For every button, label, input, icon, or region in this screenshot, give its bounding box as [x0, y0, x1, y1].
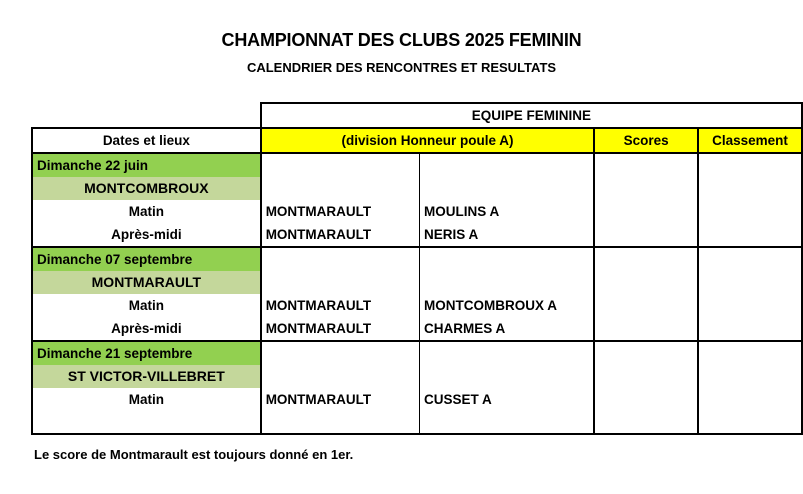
empty-cell	[419, 153, 596, 177]
match-row: Après-midi MONTMARAULT NERIS A	[31, 223, 803, 247]
away-team: NERIS A	[419, 223, 596, 247]
empty-cell	[419, 340, 596, 365]
empty-cell	[31, 411, 262, 435]
home-team: MONTMARAULT	[260, 317, 420, 341]
match-row: Matin MONTMARAULT MOULINS A	[31, 200, 803, 223]
schedule-table: EQUIPE FEMININE Dates et lieux (division…	[31, 102, 803, 435]
match-session: Après-midi	[31, 317, 262, 341]
day-row: Dimanche 07 septembre	[31, 246, 803, 271]
home-team: MONTMARAULT	[260, 223, 420, 247]
day-row: Dimanche 21 septembre	[31, 340, 803, 365]
score-cell	[594, 177, 700, 200]
page-subtitle: CALENDRIER DES RENCONTRES ET RESULTATS	[246, 60, 557, 75]
empty-cell	[419, 246, 596, 271]
ranking-cell	[698, 317, 803, 341]
ranking-cell	[698, 177, 803, 200]
empty-cell	[260, 177, 420, 200]
empty-cell	[260, 411, 420, 435]
empty-cell	[419, 365, 596, 388]
spacer-row	[31, 411, 803, 435]
empty-cell	[260, 271, 420, 294]
home-team: MONTMARAULT	[260, 388, 420, 411]
day-venue: MONTCOMBROUX	[31, 177, 262, 200]
day-venue: MONTMARAULT	[31, 271, 262, 294]
dates-header: Dates et lieux	[31, 127, 262, 154]
venue-row: MONTMARAULT	[31, 271, 803, 294]
empty-cell	[260, 246, 420, 271]
ranking-header: Classement	[698, 127, 803, 154]
ranking-cell	[698, 223, 803, 247]
score-cell	[594, 271, 700, 294]
day-date: Dimanche 07 septembre	[31, 246, 262, 271]
column-header-row: Dates et lieux (division Honneur poule A…	[31, 127, 803, 154]
ranking-cell	[698, 200, 803, 223]
ranking-cell	[698, 294, 803, 317]
empty-cell	[260, 365, 420, 388]
score-cell	[594, 340, 700, 365]
home-team: MONTMARAULT	[260, 294, 420, 317]
away-team: MOULINS A	[419, 200, 596, 223]
score-cell	[594, 200, 700, 223]
empty-cell	[419, 177, 596, 200]
day-venue: ST VICTOR-VILLEBRET	[31, 365, 262, 388]
venue-row: ST VICTOR-VILLEBRET	[31, 365, 803, 388]
day-date: Dimanche 22 juin	[31, 153, 262, 177]
score-cell	[594, 317, 700, 341]
group-header-row: EQUIPE FEMININE	[32, 102, 803, 128]
match-session: Matin	[31, 388, 262, 411]
empty-cell	[419, 411, 596, 435]
scores-header: Scores	[594, 127, 700, 154]
score-cell	[594, 246, 700, 271]
match-row: Matin MONTMARAULT MONTCOMBROUX A	[31, 294, 803, 317]
ranking-cell	[698, 411, 803, 435]
footnote: Le score de Montmarault est toujours don…	[34, 447, 354, 462]
day-row: Dimanche 22 juin	[31, 153, 803, 177]
ranking-cell	[698, 365, 803, 388]
empty-cell	[260, 340, 420, 365]
blank-corner-cell	[32, 103, 261, 128]
match-row: Matin MONTMARAULT CUSSET A	[31, 388, 803, 411]
ranking-cell	[698, 271, 803, 294]
score-cell	[594, 223, 700, 247]
match-session: Après-midi	[31, 223, 262, 247]
team-group-header: EQUIPE FEMININE	[259, 102, 803, 128]
page-title: CHAMPIONNAT DES CLUBS 2025 FEMININ	[221, 30, 582, 50]
empty-cell	[419, 271, 596, 294]
home-team: MONTMARAULT	[260, 200, 420, 223]
match-session: Matin	[31, 294, 262, 317]
score-cell	[594, 294, 700, 317]
day-date: Dimanche 21 septembre	[31, 340, 262, 365]
ranking-cell	[698, 246, 803, 271]
division-header: (division Honneur poule A)	[260, 127, 596, 154]
ranking-cell	[698, 388, 803, 411]
away-team: MONTCOMBROUX A	[419, 294, 596, 317]
ranking-cell	[698, 153, 803, 177]
score-cell	[594, 388, 700, 411]
score-cell	[594, 411, 700, 435]
match-row: Après-midi MONTMARAULT CHARMES A	[31, 317, 803, 341]
away-team: CUSSET A	[419, 388, 596, 411]
score-cell	[594, 153, 700, 177]
ranking-cell	[698, 340, 803, 365]
match-session: Matin	[31, 200, 262, 223]
venue-row: MONTCOMBROUX	[31, 177, 803, 200]
empty-cell	[260, 153, 420, 177]
score-cell	[594, 365, 700, 388]
away-team: CHARMES A	[419, 317, 596, 341]
